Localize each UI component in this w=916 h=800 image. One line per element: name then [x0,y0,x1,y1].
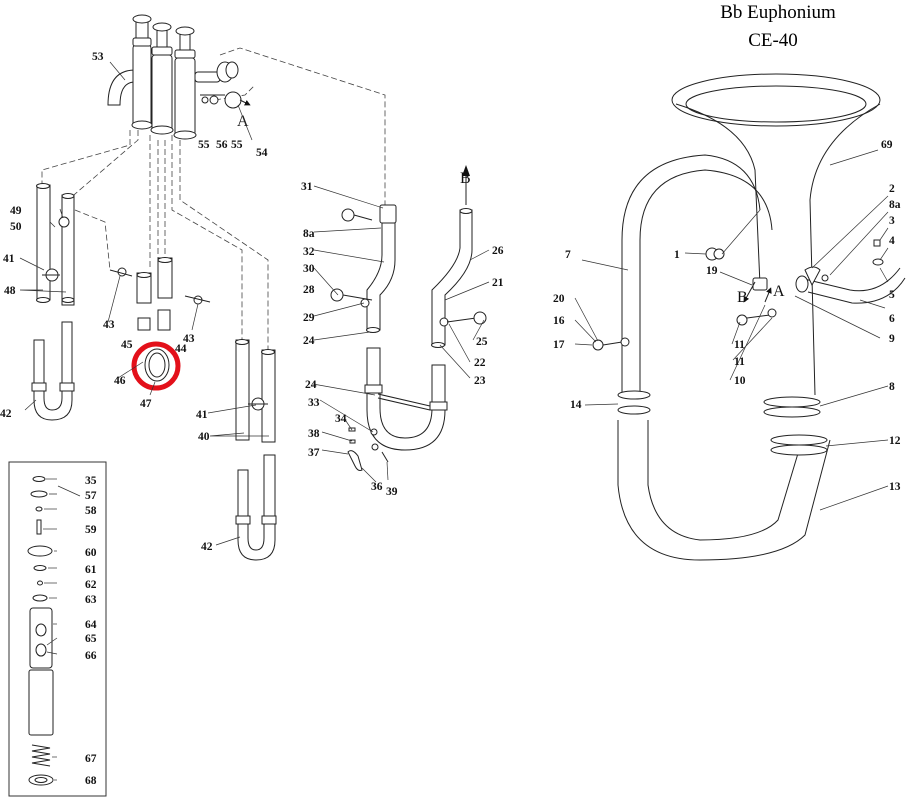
callout-41: 41 [196,409,208,421]
callout-53: 53 [92,51,104,63]
callout-50: 50 [10,221,22,233]
u-bend-42-right [235,454,277,561]
callout-45: 45 [121,339,133,351]
callout-42: 42 [0,408,12,420]
callout-3: 3 [889,215,895,227]
callout-32: 32 [303,246,315,258]
callout-40: 40 [198,431,210,443]
callout-10: 10 [734,375,746,387]
callout-35: 35 [85,475,97,487]
u-bend-33 [364,347,448,451]
arrow-letter-a-right: A [773,283,785,300]
callout-69: 69 [881,139,893,151]
callout-29: 29 [303,312,315,324]
callout-13: 13 [889,481,901,493]
valve-cluster-53 [107,14,251,140]
callout-7: 7 [565,249,571,261]
callout-33: 33 [308,397,320,409]
callout-25: 25 [476,336,488,348]
arrow-letter-b-right: B [737,289,748,306]
title-line-1: Bb Euphonium [720,2,836,23]
callout-59: 59 [85,524,97,536]
callout-17: 17 [553,339,565,351]
euphonium-body [592,73,906,561]
slide-30 [330,204,397,333]
callout-9: 9 [889,333,895,345]
middle-valve-parts [109,257,211,382]
callout-16: 16 [553,315,565,327]
callout-48: 48 [4,285,16,297]
valve-exploded-parts [27,476,54,786]
callout-26: 26 [492,245,504,257]
callout-65: 65 [85,633,97,645]
callout-37: 37 [308,447,320,459]
callout-44: 44 [175,343,187,355]
callout-43: 43 [183,333,195,345]
callout-5: 5 [889,289,895,301]
callout-68: 68 [85,775,97,787]
callout-63: 63 [85,594,97,606]
callout-6: 6 [889,313,895,325]
callout-41: 41 [3,253,15,265]
callout-8: 8 [889,381,895,393]
callout-11: 11 [734,356,745,368]
callout-12: 12 [889,435,901,447]
callout-24: 24 [303,335,315,347]
callout-36: 36 [371,481,383,493]
callout-19: 19 [706,265,718,277]
callout-8a: 8a [889,199,901,211]
callout-47: 47 [140,398,152,410]
water-key-parts [347,427,389,471]
callout-55: 55 [231,139,243,151]
assembly-dashed-lines [41,47,386,350]
callout-60: 60 [85,547,97,559]
callout-39: 39 [386,486,398,498]
highlight-circle [131,341,181,391]
callout-23: 23 [474,375,486,387]
callout-54: 54 [256,147,268,159]
callout-28: 28 [303,284,315,296]
callout-38: 38 [308,428,320,440]
callout-61: 61 [85,564,97,576]
callout-58: 58 [85,505,97,517]
callout-64: 64 [85,619,97,631]
arrow-letter-b-top: B [460,170,471,187]
callout-67: 67 [85,753,97,765]
u-bend-42-left [31,321,75,421]
title-line-2: CE-40 [748,30,798,51]
slide-group-48 [36,183,75,306]
slide-21 [431,165,487,348]
callout-8a: 8a [303,228,315,240]
callout-57: 57 [85,490,97,502]
callout-1: 1 [674,249,680,261]
callout-43: 43 [103,319,115,331]
callout-55: 55 [198,139,210,151]
callout-11: 11 [734,339,745,351]
callout-49: 49 [10,205,22,217]
slide-group-40 [235,339,276,443]
callout-20: 20 [553,293,565,305]
callout-42: 42 [201,541,213,553]
callout-30: 30 [303,263,315,275]
callout-22: 22 [474,357,486,369]
callout-4: 4 [889,235,895,247]
callout-46: 46 [114,375,126,387]
callout-62: 62 [85,579,97,591]
callout-31: 31 [301,181,313,193]
callout-14: 14 [570,399,582,411]
callout-24: 24 [305,379,317,391]
leader-lines [19,61,889,781]
callout-2: 2 [889,183,895,195]
valve-parts-panel [8,461,107,797]
callout-34: 34 [335,413,347,425]
callout-56: 56 [216,139,228,151]
callout-66: 66 [85,650,97,662]
callout-21: 21 [492,277,504,289]
